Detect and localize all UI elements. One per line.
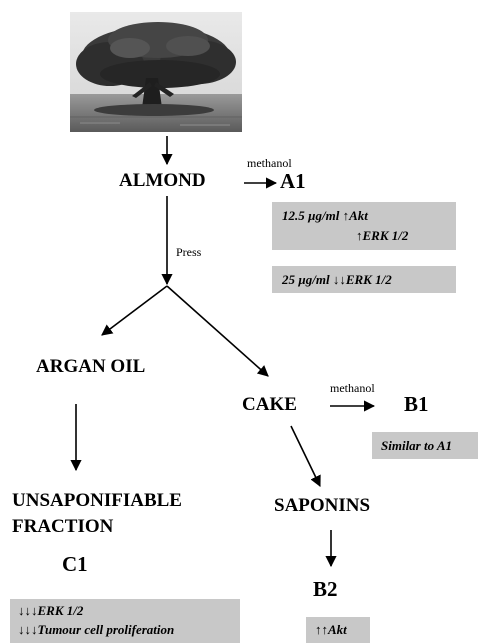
- arrow-to-cake: [166, 285, 269, 377]
- b1-result-box: Similar to A1: [372, 432, 478, 459]
- b1-box-text: Similar to A1: [381, 438, 453, 453]
- node-argan-oil: ARGAN OIL: [36, 356, 146, 377]
- arrow-to-argan-oil: [101, 285, 168, 336]
- node-almond: ALMOND: [119, 170, 206, 191]
- label-methanol-a1: methanol: [247, 156, 292, 170]
- a1-box1-line2: ↑ERK 1/2: [356, 228, 409, 243]
- node-b2: B2: [313, 577, 338, 601]
- label-methanol-b1: methanol: [330, 381, 375, 395]
- node-a1: A1: [280, 169, 306, 193]
- c1-box-line1: ↓↓↓ERK 1/2: [18, 603, 84, 618]
- node-c1: C1: [62, 552, 88, 576]
- label-press: Press: [176, 245, 202, 259]
- argan-tree-photo: [70, 12, 242, 132]
- node-unsaponifiable-line1: UNSAPONIFIABLE: [12, 490, 182, 511]
- c1-box-line2: ↓↓↓Tumour cell proliferation: [18, 622, 175, 637]
- a1-result-box-2: 25 µg/ml ↓↓ERK 1/2: [272, 266, 456, 293]
- node-cake: CAKE: [242, 394, 297, 415]
- a1-box2-text: 25 µg/ml ↓↓ERK 1/2: [282, 272, 392, 287]
- a1-box1-line1: 12.5 µg/ml ↑Akt: [282, 208, 368, 223]
- node-unsaponifiable-line2: FRACTION: [12, 516, 114, 537]
- b2-box-text: ↑↑Akt: [315, 622, 347, 637]
- node-saponins: SAPONINS: [274, 495, 371, 516]
- arrow-cake-to-saponins: [290, 425, 321, 488]
- node-b1: B1: [404, 392, 429, 416]
- c1-result-box: ↓↓↓ERK 1/2 ↓↓↓Tumour cell proliferation: [10, 599, 240, 643]
- a1-result-box-1: 12.5 µg/ml ↑Akt ↑ERK 1/2: [272, 202, 456, 250]
- b2-result-box: ↑↑Akt: [306, 617, 370, 643]
